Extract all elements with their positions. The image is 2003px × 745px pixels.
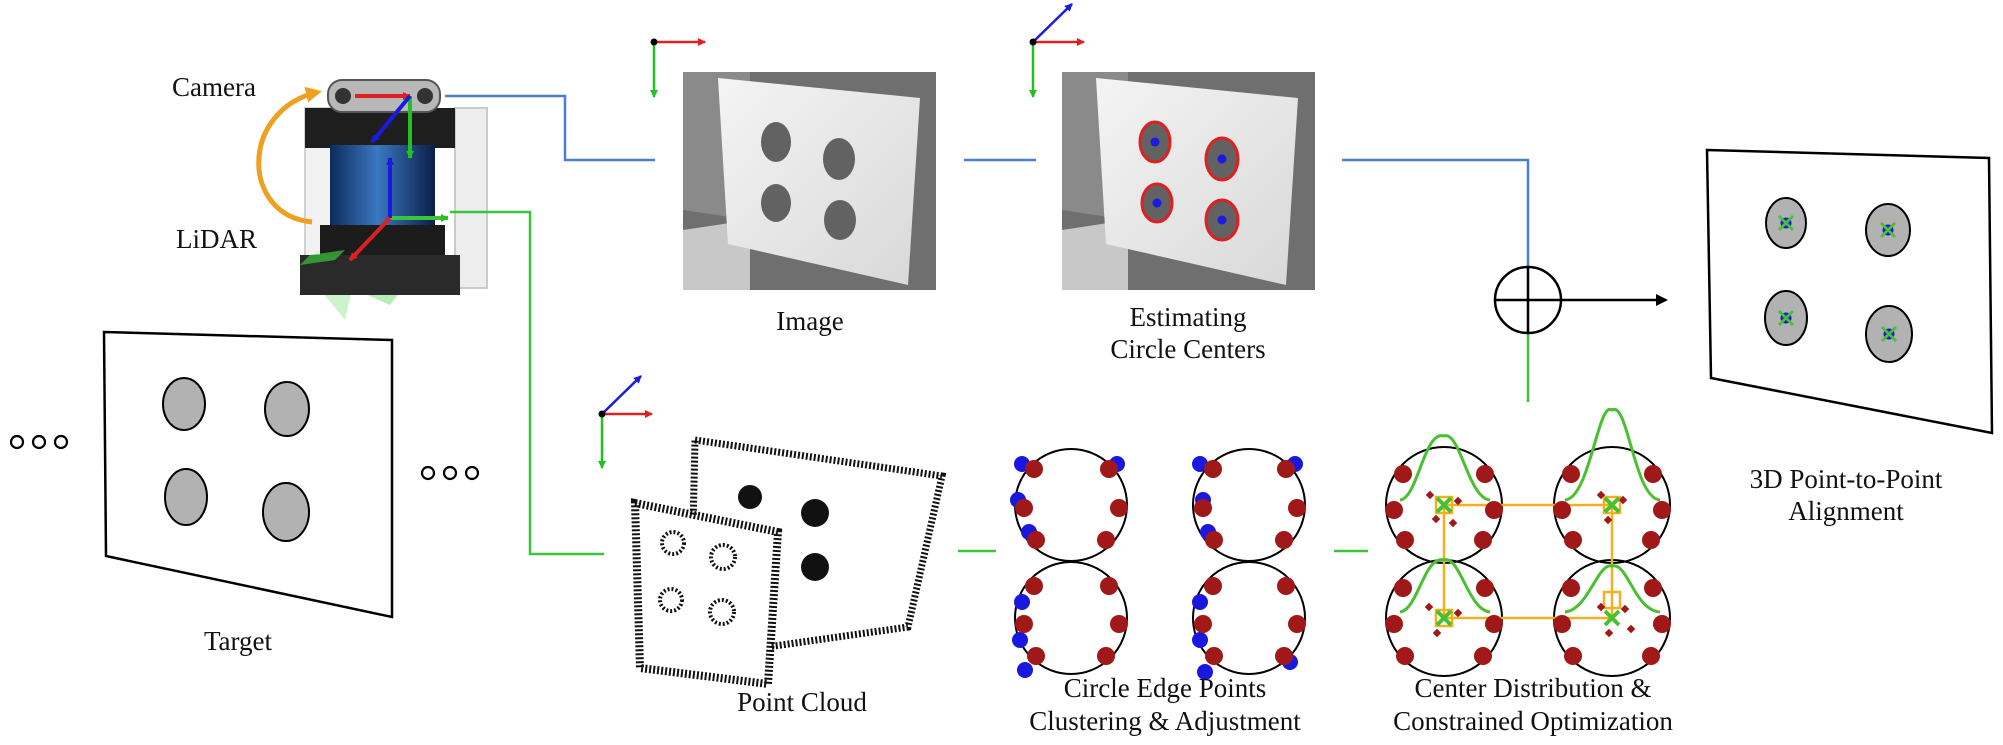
camera-image-panel (683, 72, 936, 290)
edge-label-line1: Circle Edge Points (1064, 673, 1266, 703)
camera-lidar-sensor-icon (300, 79, 488, 320)
estimating-to-fusion-link (1342, 158, 1530, 270)
point-cloud-panel (630, 435, 947, 689)
edge-label-line2: Clustering & Adjustment (1029, 706, 1301, 736)
extrinsic-rotation-arrow (256, 86, 322, 225)
fusion-plus-circle-icon (1493, 265, 1563, 335)
estimating-label-line2: Circle Centers (1110, 334, 1265, 364)
target-board (102, 330, 394, 619)
estimating-label-line1: Estimating (1130, 302, 1247, 332)
target-label: Target (204, 626, 273, 656)
coordinate-axes-icon (1029, 3, 1085, 98)
alignment-label-line2: Alignment (1788, 496, 1904, 526)
estimated-centers-panel (1062, 72, 1315, 290)
lidar-label: LiDAR (176, 224, 257, 254)
center-label-line1: Center Distribution & (1415, 673, 1652, 703)
camera-to-image-link (445, 94, 655, 162)
point-cloud-label: Point Cloud (737, 687, 867, 717)
coordinate-axes-icon (598, 375, 653, 469)
ellipsis-dots-left (9, 434, 69, 450)
center-label-line2: Constrained Optimization (1393, 706, 1673, 736)
image-label: Image (776, 306, 843, 336)
lidar-to-pointcloud-link (450, 210, 604, 556)
alignment-label-line1: 3D Point-to-Point (1750, 464, 1943, 494)
camera-label: Camera (172, 72, 256, 102)
coordinate-axes-icon (650, 38, 706, 98)
edge-points-panel (1010, 448, 1306, 680)
center-optimization-panel (1385, 408, 1671, 677)
alignment-result-board (1705, 148, 1994, 435)
ellipsis-dots-right (420, 465, 480, 481)
